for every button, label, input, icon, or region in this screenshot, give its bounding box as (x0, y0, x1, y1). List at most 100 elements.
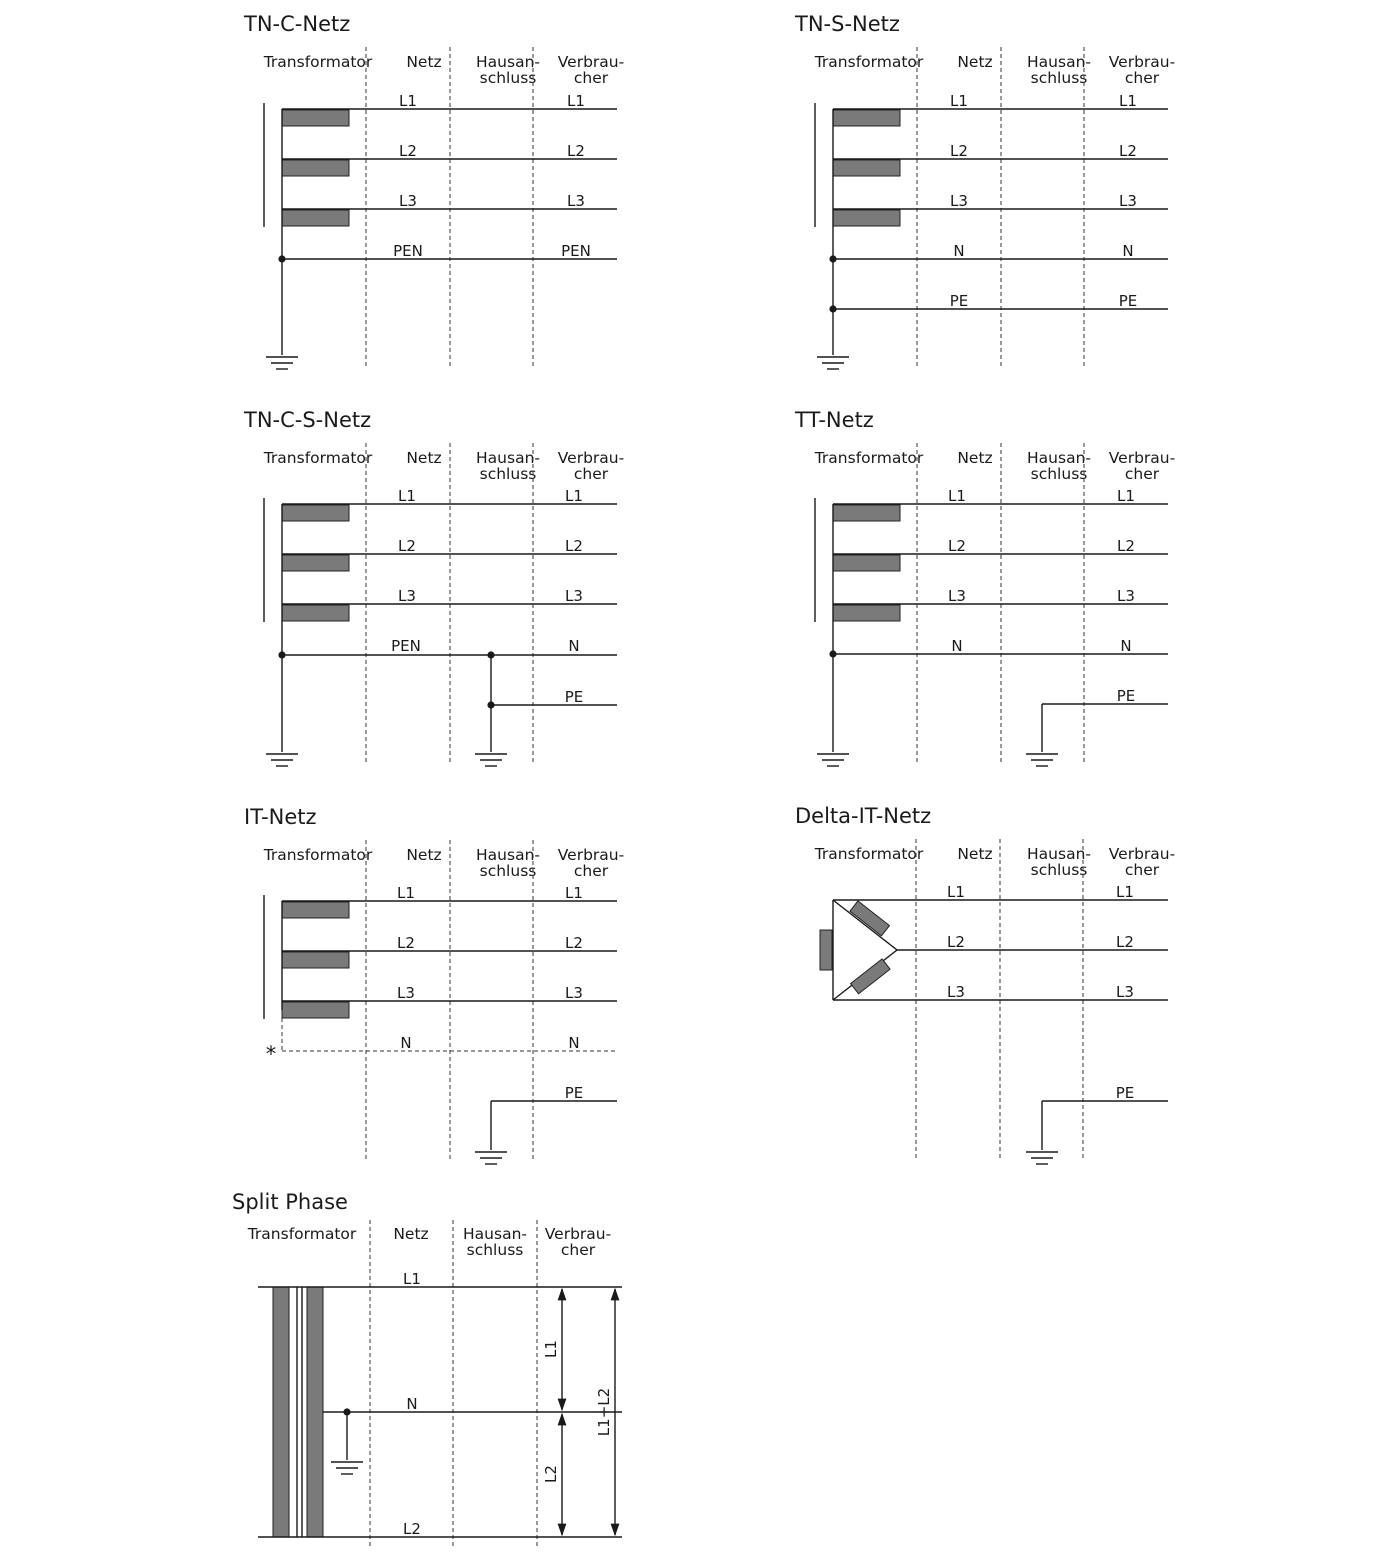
label-PE-verbraucher: PE (1117, 687, 1136, 705)
junction-dot-pe (829, 305, 837, 313)
col-header-verbraucher-2: cher (574, 69, 609, 87)
diagram-title: IT-Netz (244, 805, 317, 829)
label-L3-netz: L3 (398, 587, 416, 605)
junction-dot-n (829, 255, 837, 263)
label-PEN-verbraucher: PEN (561, 242, 591, 260)
label-L3-verbraucher: L3 (1119, 192, 1137, 210)
col-header-transformator: Transformator (263, 846, 373, 864)
label-L1-netz: L1 (399, 92, 417, 110)
diagram-title: Split Phase (232, 1190, 348, 1214)
split-winding-secondary (306, 1286, 324, 1538)
col-header-verbraucher-2: cher (1125, 465, 1160, 483)
transformer-winding-2 (281, 951, 350, 969)
transformer-winding-3 (281, 1001, 350, 1019)
label-L1-netz: L1 (398, 487, 416, 505)
label-L3-netz: L3 (397, 984, 415, 1002)
col-header-netz: Netz (406, 53, 441, 71)
junction-dot-transformer (278, 651, 286, 659)
col-header-hausanschluss-2: schluss (467, 1241, 524, 1259)
label-L3-verbraucher: L3 (565, 984, 583, 1002)
split-winding-primary (272, 1286, 290, 1538)
label-L3-netz: L3 (399, 192, 417, 210)
ground-symbol-hausanschluss (475, 1151, 507, 1165)
col-header-transformator: Transformator (814, 53, 924, 71)
ground-symbol-neutral (331, 1461, 363, 1475)
ground-symbol-consumer (1026, 1151, 1058, 1165)
col-header-hausanschluss-2: schluss (480, 465, 537, 483)
label-N-verbraucher: N (568, 637, 579, 655)
ground-symbol-transformer (817, 356, 849, 370)
label-N-verbraucher: N (1122, 242, 1133, 260)
label-N-netz: N (406, 1395, 417, 1413)
label-PE-verbraucher: PE (565, 688, 584, 706)
label-L1-verbraucher: L1 (565, 884, 583, 902)
label-PEN-netz: PEN (393, 242, 423, 260)
col-header-verbraucher: Verbrau- (558, 449, 624, 467)
label-L1-netz: L1 (950, 92, 968, 110)
ground-symbol-consumer (1026, 753, 1058, 767)
ground-symbol-transformer (266, 753, 298, 767)
label-L3-verbraucher: L3 (565, 587, 583, 605)
label-L2-netz: L2 (950, 142, 968, 160)
ground-symbol-transformer (817, 753, 849, 767)
col-header-hausanschluss-2: schluss (1031, 69, 1088, 87)
label-L3-netz: L3 (947, 983, 965, 1001)
label-PE-verbraucher: PE (1119, 292, 1138, 310)
col-header-transformator: Transformator (247, 1225, 357, 1243)
transformer-winding-2 (832, 554, 901, 572)
label-N-verbraucher: N (1120, 637, 1131, 655)
transformer-winding-3 (281, 604, 350, 622)
star-marker: * (266, 1042, 277, 1066)
label-L1-verbraucher: L1 (567, 92, 585, 110)
label-L2-netz: L2 (397, 934, 415, 952)
label-L1-netz: L1 (947, 883, 965, 901)
col-header-hausanschluss-2: schluss (480, 69, 537, 87)
junction-dot-n (829, 650, 837, 658)
col-header-hausanschluss: Hausan- (476, 846, 540, 864)
label-L1-verbraucher: L1 (1116, 883, 1134, 901)
delta-winding-lower (849, 958, 891, 995)
label-L2-verbraucher: L2 (567, 142, 585, 160)
label-N-netz: N (953, 242, 964, 260)
col-header-hausanschluss-2: schluss (480, 862, 537, 880)
col-header-hausanschluss-2: schluss (1031, 861, 1088, 879)
col-header-hausanschluss: Hausan- (1027, 449, 1091, 467)
label-L1-verbraucher: L1 (1117, 487, 1135, 505)
col-header-verbraucher: Verbrau- (1109, 53, 1175, 71)
transformer-winding-1 (832, 504, 901, 522)
transformer-winding-3 (832, 604, 901, 622)
transformer-winding-1 (281, 504, 350, 522)
junction-dot-pen (278, 255, 286, 263)
label-L2-verbraucher: L2 (1119, 142, 1137, 160)
transformer-winding-3 (832, 209, 901, 227)
transformer-winding-2 (832, 159, 901, 177)
label-L1-netz: L1 (948, 487, 966, 505)
diagram-title: Delta-IT-Netz (795, 804, 931, 828)
col-header-verbraucher-2: cher (1125, 69, 1160, 87)
label-L2-verbraucher: L2 (565, 537, 583, 555)
col-header-netz: Netz (393, 1225, 428, 1243)
col-header-hausanschluss: Hausan- (476, 53, 540, 71)
col-header-transformator: Transformator (814, 845, 924, 863)
col-header-netz: Netz (406, 846, 441, 864)
transformer-winding-1 (281, 109, 350, 127)
label-L2-netz: L2 (399, 142, 417, 160)
ground-symbol-hausanschluss (475, 753, 507, 767)
label-PE-verbraucher: PE (565, 1084, 584, 1102)
label-N-netz: N (400, 1034, 411, 1052)
diagram-title: TN-C-S-Netz (243, 408, 371, 432)
label-L1-netz: L1 (403, 1270, 421, 1288)
transformer-winding-1 (832, 109, 901, 127)
col-header-netz: Netz (957, 53, 992, 71)
col-header-verbraucher: Verbrau- (1109, 449, 1175, 467)
label-L1-verbraucher: L1 (1119, 92, 1137, 110)
label-L3-verbraucher: L3 (567, 192, 585, 210)
col-header-hausanschluss: Hausan- (476, 449, 540, 467)
label-PEN-netz: PEN (391, 637, 421, 655)
